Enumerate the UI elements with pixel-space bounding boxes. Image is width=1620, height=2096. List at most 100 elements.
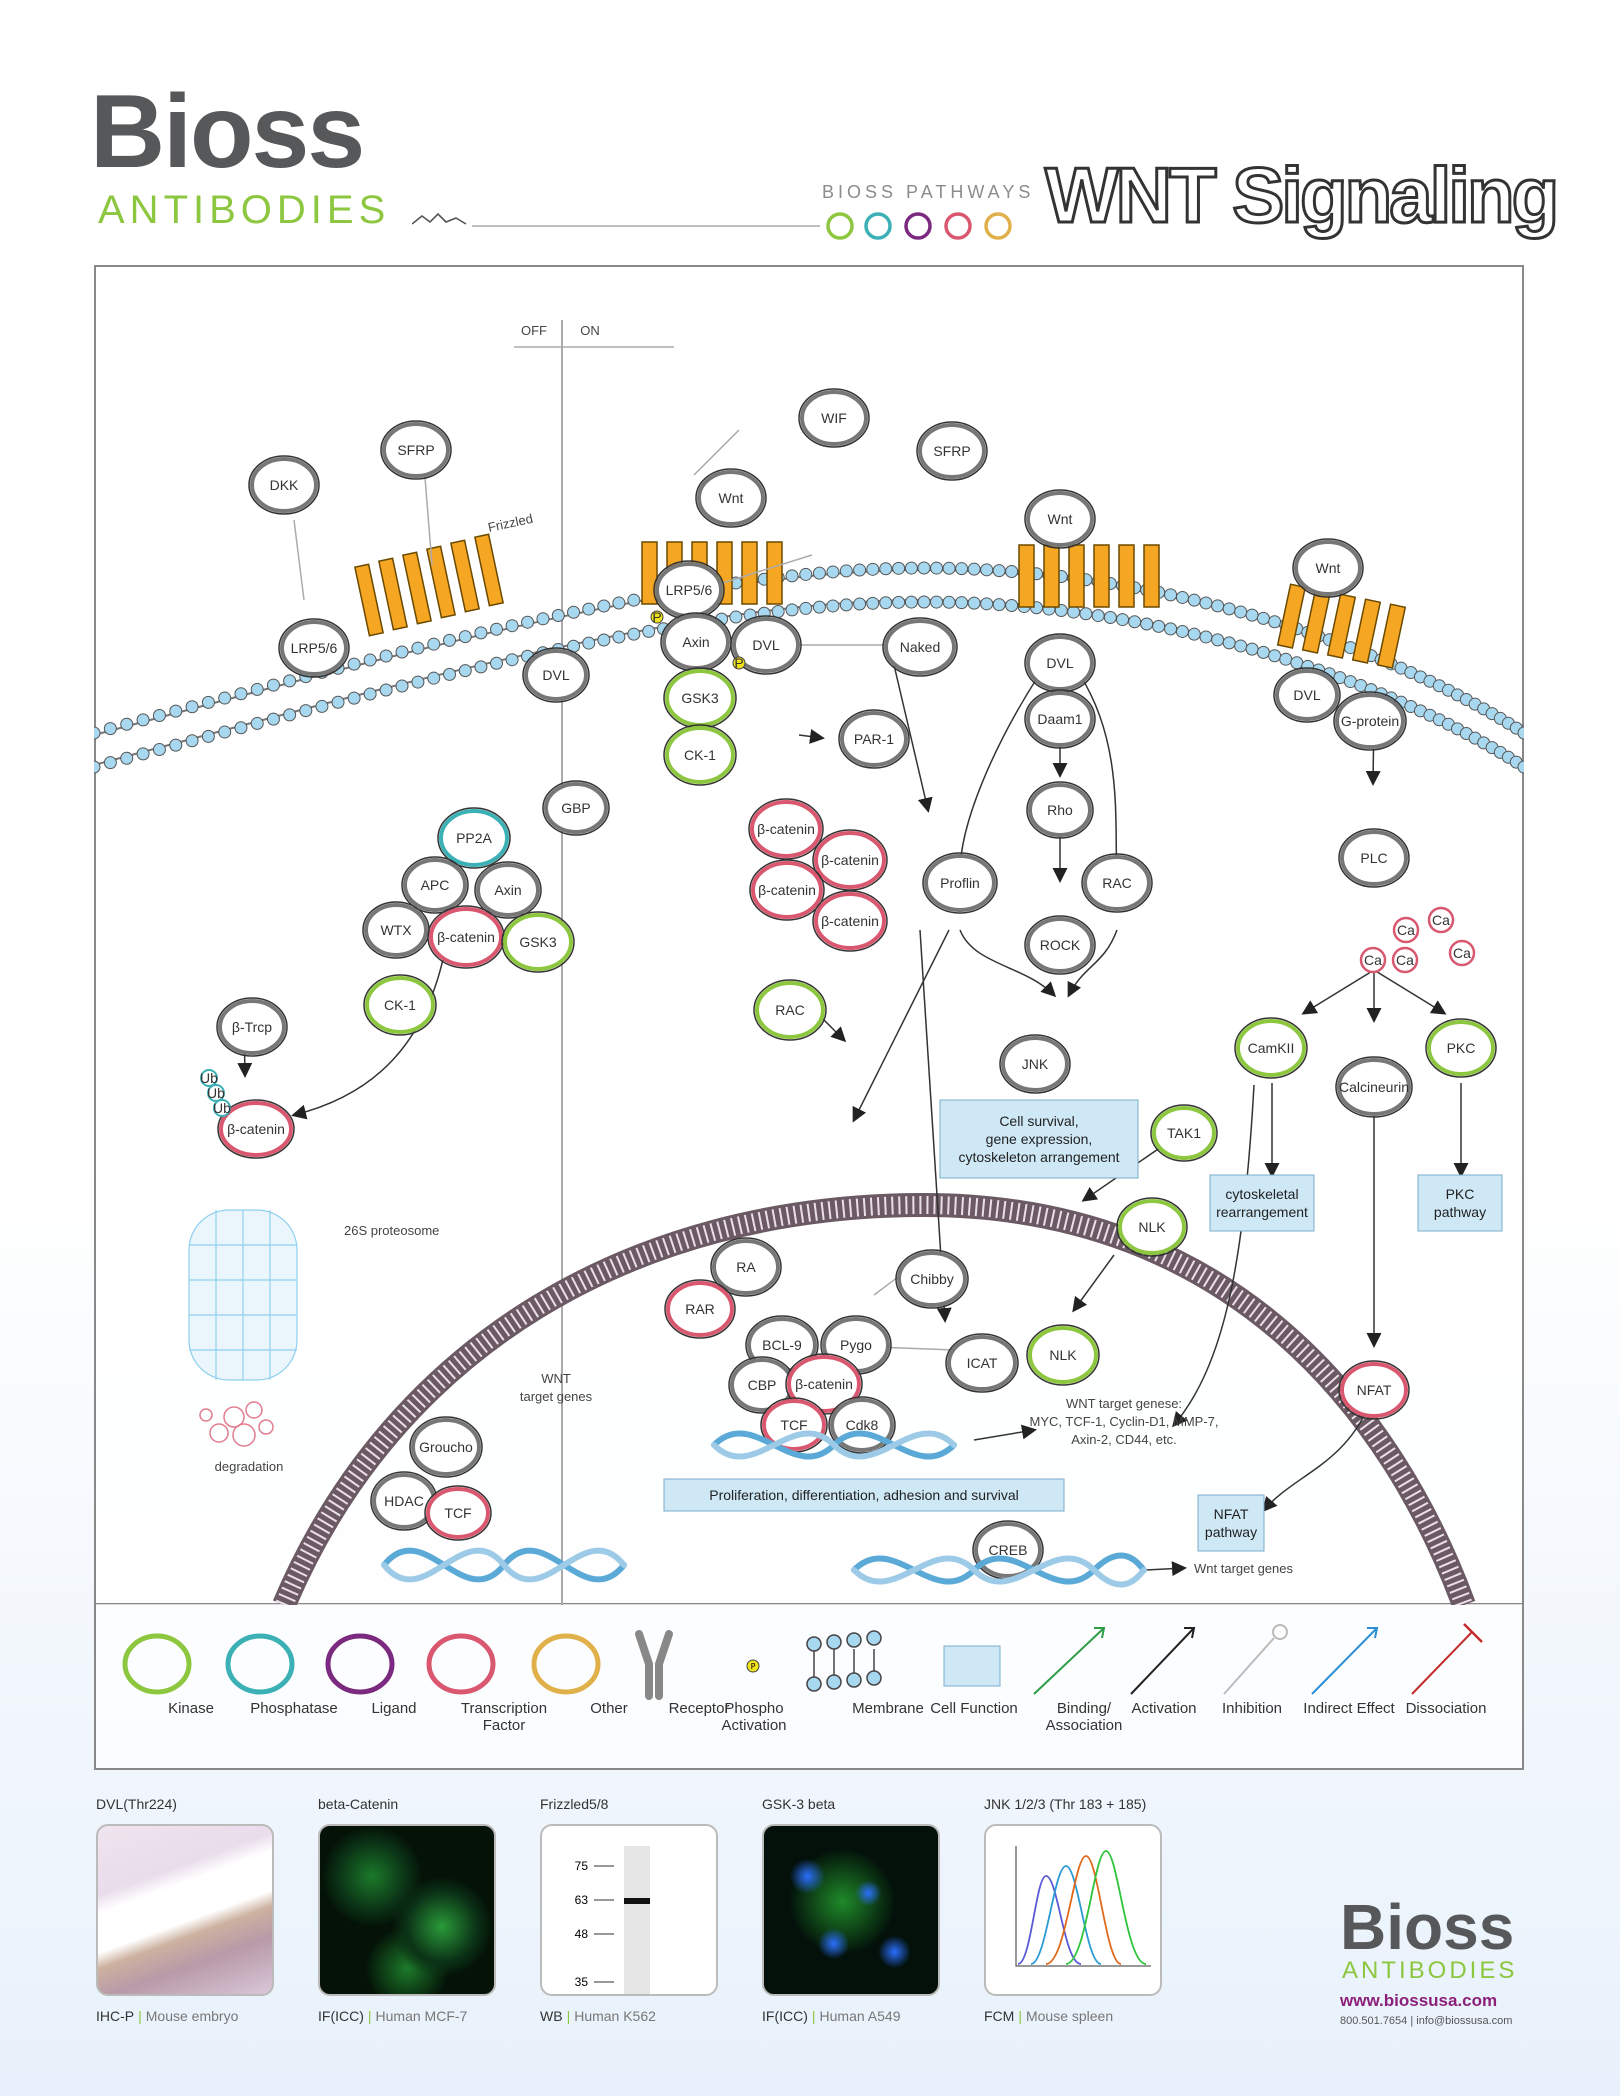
node-label: RA	[736, 1259, 756, 1275]
membrane-lipid-head	[536, 612, 550, 626]
node-label: Naked	[900, 639, 940, 655]
membrane-lipid-head	[474, 660, 488, 674]
indirect-arrow-icon	[1311, 1627, 1378, 1695]
membrane-lipid-head	[505, 653, 519, 667]
legend-label-indirect-arrow: Indirect Effect	[1303, 1700, 1395, 1717]
membrane-lipid-head	[250, 682, 264, 696]
if-blue-image	[762, 1824, 940, 1996]
membrane-lipid-head	[103, 722, 117, 736]
node-label: JNK	[1022, 1056, 1049, 1072]
membrane-lipid-head	[955, 596, 969, 610]
footer-website-link[interactable]: www.biossusa.com	[1340, 1991, 1498, 2010]
node-label: PLC	[1360, 850, 1387, 866]
membrane-lipid-head	[1116, 613, 1130, 627]
membrane-lipid-head	[612, 630, 626, 644]
frizzled-receptor-on-2	[1018, 544, 1160, 608]
svg-text:Ub: Ub	[213, 1100, 231, 1116]
node-label: β-catenin	[757, 821, 815, 837]
membrane-lipid-head	[879, 562, 893, 576]
legend-label-receptor: Receptor	[668, 1700, 730, 1717]
membrane-lipid-head	[1245, 608, 1259, 622]
thumbnail-caption: IF(ICC)|Human MCF-7	[318, 2008, 468, 2024]
membrane-lipid-head	[627, 593, 641, 607]
membrane-lipid-head	[917, 561, 931, 575]
node-dkk: DKK	[248, 455, 320, 515]
membrane-lipid-head	[1256, 611, 1270, 625]
node-label: β-catenin	[437, 929, 495, 945]
membrane-lipid-head	[942, 561, 956, 575]
function-box-prolif-fn: Proliferation, differentiation, adhesion…	[663, 1478, 1065, 1512]
node-label: DKK	[270, 477, 299, 493]
membrane-lipid-head	[169, 704, 183, 718]
membrane-lipid-head	[136, 747, 150, 761]
node-label: RAR	[685, 1301, 715, 1317]
histogram-curve	[1030, 1865, 1102, 1965]
node-label: CK-1	[384, 997, 416, 1013]
node-label: G-protein	[1341, 713, 1399, 729]
legend-label-dissociation-arrow: Dissociation	[1405, 1700, 1487, 1717]
svg-text:P: P	[652, 609, 661, 625]
membrane-lipid-head	[1222, 602, 1236, 616]
node-axin-off: Axin	[474, 861, 542, 919]
membrane-lipid-head	[120, 751, 134, 765]
thumbnail-title: beta-Catenin	[318, 1796, 399, 1812]
node-cdk8: Cdk8	[828, 1396, 896, 1454]
membrane-lipid-head	[866, 596, 880, 610]
membrane-lipid-head	[567, 605, 581, 619]
degradation-label: degradation	[215, 1459, 284, 1474]
membrane-lipid-head	[315, 699, 329, 713]
node-calcineurin: Calcineurin	[1335, 1056, 1413, 1118]
membrane-lipid-head	[1140, 617, 1154, 631]
membrane-lipid-head	[234, 721, 248, 735]
membrane-lipid-head	[597, 633, 611, 647]
membrane-lipid-head	[185, 700, 199, 714]
svg-text:Ub: Ub	[207, 1085, 225, 1101]
ubiquitin-tag: Ub	[213, 1099, 231, 1117]
node-proflin: Proflin	[922, 852, 998, 914]
membrane-lipid-head	[582, 602, 596, 616]
node-gsk3-off: GSK3	[501, 911, 575, 973]
membrane-lipid-head	[103, 756, 117, 770]
membrane-icon	[806, 1630, 882, 1692]
svg-text:pathway: pathway	[1205, 1524, 1257, 1540]
svg-text:cytoskeleton arrangement: cytoskeleton arrangement	[958, 1149, 1119, 1165]
membrane-lipid-head	[218, 691, 232, 705]
node-label: TCF	[444, 1505, 471, 1521]
footer-tagline: ANTIBODIES	[1342, 1957, 1518, 1984]
membrane-lipid-head	[1103, 611, 1117, 625]
binding-arrow-icon	[1033, 1627, 1105, 1695]
node-label: LRP5/6	[666, 582, 713, 598]
membrane-lipid-head	[363, 653, 377, 667]
footer-brand: Bioss ANTIBODIES www.biossusa.com 800.50…	[1340, 1895, 1540, 2035]
node-pkc: PKC	[1425, 1018, 1497, 1078]
page-title: WNT Signaling	[1043, 150, 1560, 241]
thumbnail-title: DVL(Thr224)	[96, 1796, 177, 1812]
node-wnt1: Wnt	[695, 468, 767, 528]
node-label: Rho	[1047, 802, 1073, 818]
node-label: DVL	[1293, 687, 1320, 703]
phospho-icon: P	[746, 1659, 760, 1673]
brand-logo: Bioss ANTIBODIES	[90, 80, 400, 250]
node-label: Cdk8	[846, 1417, 879, 1433]
ring-kinase	[122, 1633, 192, 1695]
membrane-lipid-head	[379, 683, 393, 697]
svg-text:gene expression,: gene expression,	[986, 1131, 1093, 1147]
node-label: WTX	[380, 922, 412, 938]
node-bcat-off: β-catenin	[427, 905, 505, 969]
node-lrp56-off: LRP5/6	[278, 618, 350, 678]
membrane-lipid-head	[597, 599, 611, 613]
membrane-lipid-head	[266, 712, 280, 726]
node-daam1: Daam1	[1024, 689, 1096, 749]
node-dvl3: DVL	[1273, 667, 1341, 723]
calcium-ion: Ca	[1359, 946, 1387, 974]
calcium-ion: Ca	[1448, 939, 1476, 967]
node-gsk3-on: GSK3	[663, 667, 737, 729]
membrane-lipid-head	[1187, 627, 1201, 641]
node-par1: PAR-1	[838, 709, 910, 769]
node-label: GBP	[561, 800, 591, 816]
legend-label-activation-arrow: Activation	[1131, 1700, 1197, 1717]
node-label: Daam1	[1037, 711, 1082, 727]
node-label: RAC	[1102, 875, 1132, 891]
node-label: GSK3	[519, 934, 557, 950]
